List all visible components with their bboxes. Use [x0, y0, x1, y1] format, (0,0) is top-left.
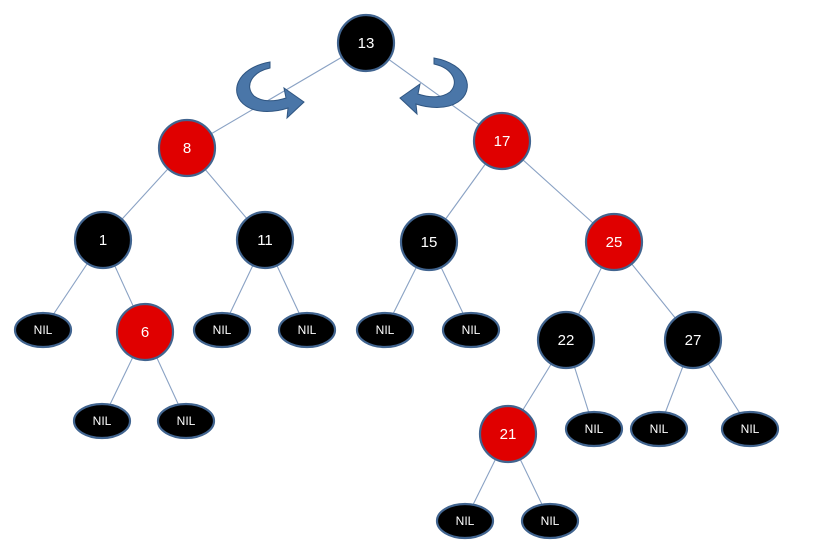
node-circle-red: [478, 404, 538, 464]
nil-label: NIL: [741, 422, 760, 436]
nil-label: NIL: [376, 323, 395, 337]
nil-leaf: NIL: [629, 410, 689, 448]
nil-label: NIL: [298, 323, 317, 337]
nil-label: NIL: [456, 514, 475, 528]
node-label: 25: [606, 234, 623, 251]
node-1: 1: [73, 210, 133, 270]
nil-leaf: NIL: [564, 410, 624, 448]
node-label: 17: [494, 133, 511, 150]
nil-ellipse: [720, 410, 780, 448]
node-17: 17: [472, 111, 532, 171]
nil-leaf: NIL: [192, 311, 252, 349]
nil-ellipse: [72, 402, 132, 440]
node-label: 15: [421, 234, 438, 251]
node-8: 8: [157, 118, 217, 178]
nil-leaf: NIL: [13, 311, 73, 349]
nil-label: NIL: [34, 323, 53, 337]
node-circle-black: [399, 212, 459, 272]
rotate-right-arrow: [399, 57, 468, 116]
nil-label: NIL: [213, 323, 232, 337]
node-21: 21: [478, 404, 538, 464]
node-label: 8: [183, 140, 191, 157]
nil-label: NIL: [177, 414, 196, 428]
nil-ellipse: [192, 311, 252, 349]
nil-ellipse: [156, 402, 216, 440]
node-13: 13: [336, 13, 396, 73]
nil-ellipse: [355, 311, 415, 349]
node-circle-black: [536, 310, 596, 370]
nil-leaf: NIL: [355, 311, 415, 349]
nil-leaf: NIL: [277, 311, 337, 349]
node-circle-black: [336, 13, 396, 73]
rotation-arrows: [236, 57, 468, 120]
node-circle-black: [663, 310, 723, 370]
nil-label: NIL: [541, 514, 560, 528]
nil-ellipse: [435, 502, 495, 540]
node-25: 25: [584, 212, 644, 272]
nil-leaf: NIL: [435, 502, 495, 540]
nil-ellipse: [564, 410, 624, 448]
node-11: 11: [235, 210, 295, 270]
nil-leaf: NIL: [156, 402, 216, 440]
node-circle-black: [235, 210, 295, 270]
node-27: 27: [663, 310, 723, 370]
nil-ellipse: [277, 311, 337, 349]
nil-ellipse: [441, 311, 501, 349]
nil-label: NIL: [650, 422, 669, 436]
node-circle-red: [115, 302, 175, 362]
rotate-arrow-icon: [236, 61, 305, 120]
rotate-arrow-icon: [399, 57, 468, 116]
node-label: 13: [358, 35, 375, 52]
nil-leaf: NIL: [72, 402, 132, 440]
node-circle-red: [584, 212, 644, 272]
node-label: 11: [257, 232, 273, 249]
node-circle-red: [157, 118, 217, 178]
node-22: 22: [536, 310, 596, 370]
rotate-left-arrow: [236, 61, 305, 120]
edge-n13-n8: [186, 42, 367, 149]
nil-ellipse: [520, 502, 580, 540]
node-circle-black: [73, 210, 133, 270]
node-15: 15: [399, 212, 459, 272]
node-label: 21: [500, 426, 517, 443]
node-label: 1: [99, 232, 107, 249]
node-circle-red: [472, 111, 532, 171]
node-label: 27: [685, 332, 702, 349]
nil-ellipse: [13, 311, 73, 349]
node-label: 22: [558, 332, 575, 349]
nil-label: NIL: [93, 414, 112, 428]
nil-label: NIL: [462, 323, 481, 337]
nil-ellipse: [629, 410, 689, 448]
nil-label: NIL: [585, 422, 604, 436]
nil-leaf: NIL: [441, 311, 501, 349]
nil-leaf: NIL: [520, 502, 580, 540]
node-label: 6: [141, 324, 149, 341]
nil-leaf: NIL: [720, 410, 780, 448]
node-6: 6: [115, 302, 175, 362]
edges-layer: [42, 42, 751, 522]
